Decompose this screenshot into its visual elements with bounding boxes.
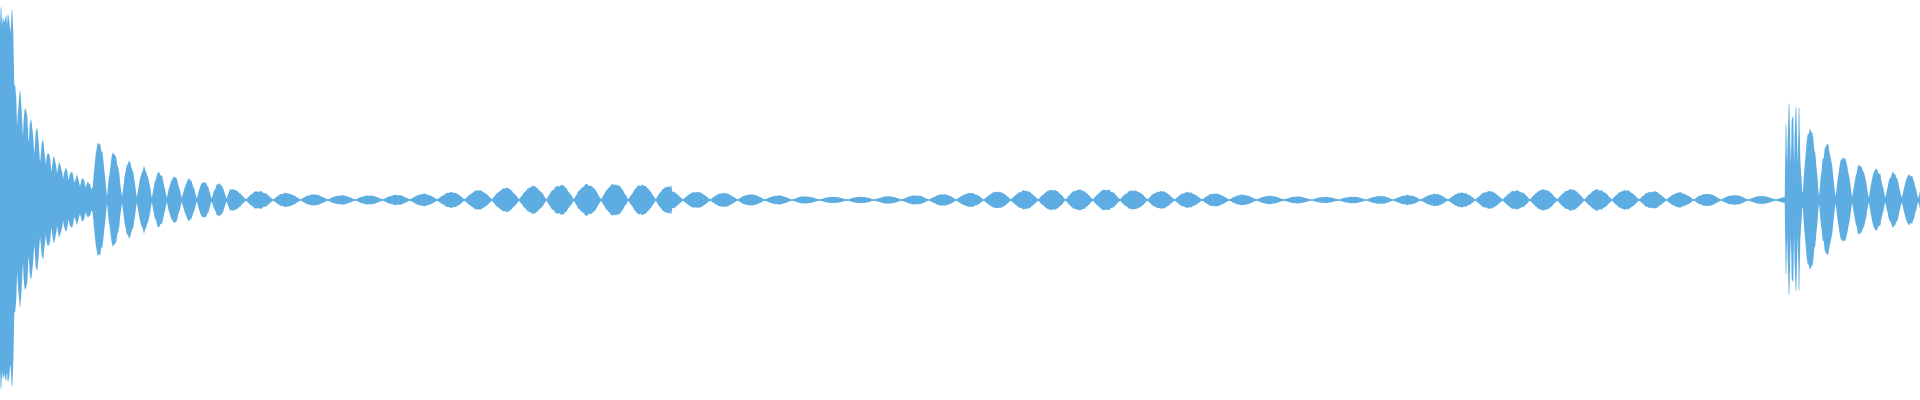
waveform-shape: [0, 7, 1920, 389]
waveform-path-group: [0, 7, 1920, 389]
